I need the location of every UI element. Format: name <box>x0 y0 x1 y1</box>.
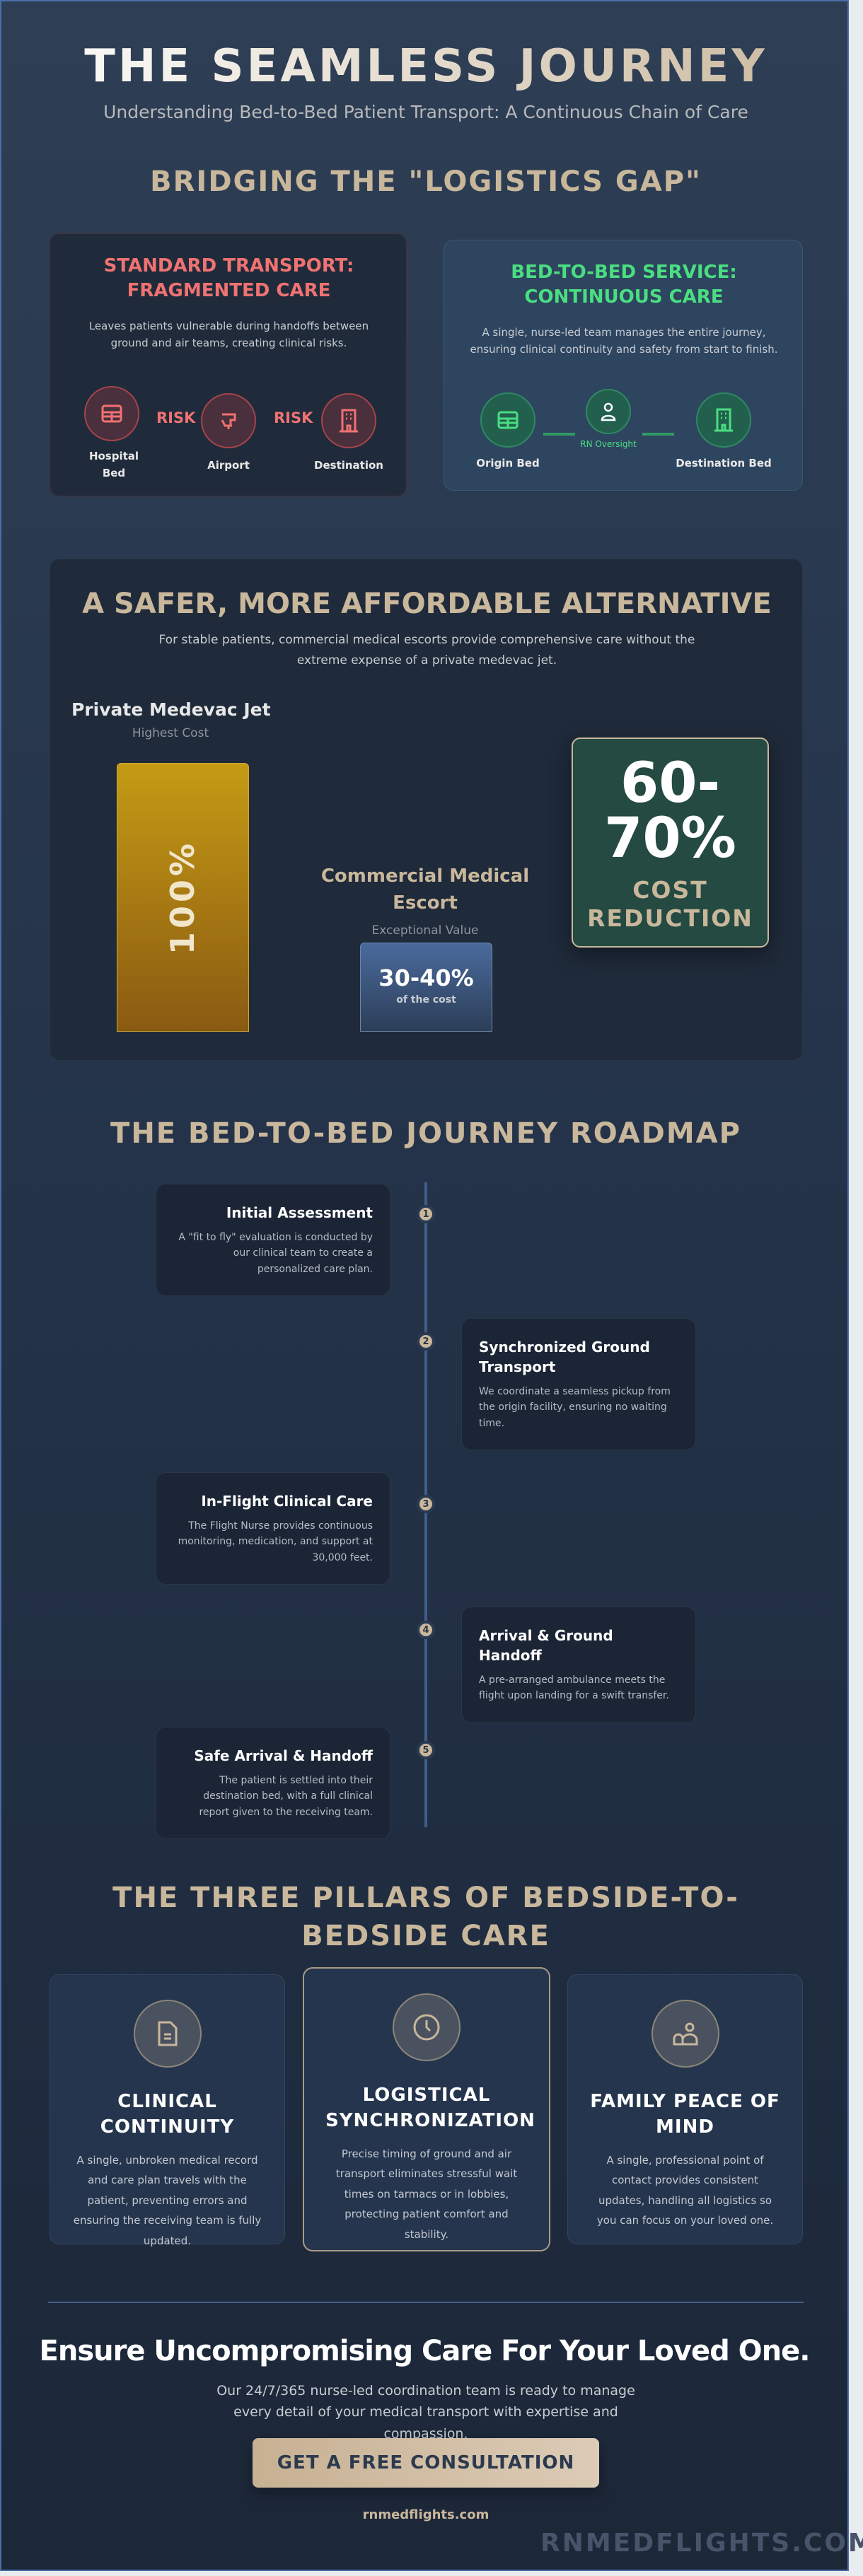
roadmap-step: Initial Assessment A "fit to fly" evaluat… <box>156 1184 390 1297</box>
bed-icon <box>480 392 535 448</box>
connector-line <box>642 433 674 436</box>
pillar-card: CLINICAL CONTINUITY A single, unbroken m… <box>50 1974 285 2247</box>
jet-cost-bar: 100% <box>117 763 249 1032</box>
node-label: Hospital Bed <box>88 450 139 479</box>
cost-comparison-card: A SAFER, MORE AFFORDABLE ALTERNATIVE For… <box>50 559 803 1061</box>
gap-title: BRIDGING THE "LOGISTICS GAP" <box>150 165 702 198</box>
escort-sub: Exceptional Value <box>371 923 479 938</box>
website-link[interactable]: rnmedflights.com <box>362 2507 490 2522</box>
node-label: Origin Bed <box>476 457 540 470</box>
clock-icon <box>393 1993 461 2061</box>
step-text: We coordinate a seamless pickup from the… <box>479 1386 671 1429</box>
node-label: Destination <box>314 459 383 472</box>
reduction-label: COST REDUCTION <box>587 876 753 932</box>
pillar-text: A single, professional point of contact … <box>596 2153 774 2227</box>
step-title: Initial Assessment <box>226 1204 373 1221</box>
roadmap-title: THE BED-TO-BED JOURNEY ROADMAP <box>110 1117 741 1150</box>
pillar-title: CLINICAL CONTINUITY <box>100 2091 235 2138</box>
page-subtitle: Understanding Bed-to-Bed Patient Transpo… <box>103 102 748 122</box>
building-icon <box>321 393 376 448</box>
escort-label: Commercial Medical Escort <box>320 866 530 914</box>
airport-icon <box>201 393 256 448</box>
jet-label: Private Medevac Jet <box>71 699 271 720</box>
pillar-title: LOGISTICAL SYNCHRONIZATION <box>325 2085 535 2132</box>
service-title: BED-TO-BED SERVICE: CONTINUOUS CARE <box>511 262 737 308</box>
escort-note: of the cost <box>396 994 456 1006</box>
reduction-value: 60-70% <box>604 752 736 870</box>
roadmap-step: Synchronized Ground Transport We coordina… <box>461 1318 696 1451</box>
page-title: THE SEAMLESS JOURNEY <box>1 40 850 93</box>
pillar-card: FAMILY PEACE OF MIND A single, professio… <box>567 1974 803 2244</box>
bed-to-bed-service-card: BED-TO-BED SERVICE: CONTINUOUS CARE A si… <box>444 240 803 491</box>
cost-text: For stable patients, commercial medical … <box>158 633 695 668</box>
cta-title: Ensure Uncompromising Care For Your Love… <box>39 2335 811 2367</box>
escort-value: 30-40% <box>378 964 474 991</box>
step-number-marker: 2 <box>417 1332 435 1351</box>
building-icon <box>696 392 751 448</box>
step-text: The Flight Nurse provides continuous mon… <box>178 1520 373 1563</box>
node-label: Destination Bed <box>676 457 772 470</box>
service-text: A single, nurse-led team manages the ent… <box>470 326 778 356</box>
document-icon <box>133 2000 202 2068</box>
node-label: Airport <box>207 459 250 472</box>
connector-line <box>543 433 575 436</box>
escort-cost-bar: 30-40% of the cost <box>360 943 492 1032</box>
step-title: Synchronized Ground Transport <box>479 1339 650 1375</box>
standard-text: Leaves patients vulnerable during handof… <box>88 320 369 349</box>
step-title: Safe Arrival & Handoff <box>194 1747 373 1764</box>
step-number-marker: 3 <box>417 1495 435 1513</box>
pillar-card-featured: LOGISTICAL SYNCHRONIZATION Precise timin… <box>303 1967 550 2251</box>
step-text: A pre-arranged ambulance meets the fligh… <box>479 1674 669 1702</box>
step-title: Arrival & Ground Handoff <box>479 1627 613 1664</box>
risk-label: RISK <box>156 409 196 426</box>
cta-text: Our 24/7/365 nurse-led coordination team… <box>216 2383 635 2442</box>
bed-icon <box>84 386 139 441</box>
watermark: RNMEDFLIGHTS.COM <box>540 2529 863 2558</box>
cost-reduction-badge: 60-70% COST REDUCTION <box>572 738 769 948</box>
standard-title: STANDARD TRANSPORT: FRAGMENTED CARE <box>103 255 354 302</box>
divider <box>48 2302 804 2303</box>
jet-sub: Highest Cost <box>132 726 209 740</box>
step-number-marker: 4 <box>417 1621 435 1639</box>
cost-title: A SAFER, MORE AFFORDABLE ALTERNATIVE <box>82 588 772 620</box>
family-icon <box>651 2000 719 2068</box>
roadmap-step: Arrival & Ground Handoff A pre-arranged a… <box>461 1607 696 1723</box>
nurse-icon <box>586 389 631 434</box>
step-number-marker: 1 <box>417 1205 435 1223</box>
step-text: The patient is settled into their destin… <box>199 1775 373 1818</box>
jet-value: 100% <box>163 839 202 955</box>
free-consultation-button[interactable]: GET A FREE CONSULTATION <box>253 2438 599 2488</box>
pillars-title: THE THREE PILLARS OF BEDSIDE-TO-BEDSIDE … <box>112 1882 739 1952</box>
pillar-text: A single, unbroken medical record and ca… <box>73 2153 262 2247</box>
standard-transport-card: STANDARD TRANSPORT: FRAGMENTED CARE Leav… <box>50 233 407 496</box>
pillar-title: FAMILY PEACE OF MIND <box>590 2091 780 2138</box>
step-number-marker: 5 <box>417 1741 435 1759</box>
rn-oversight-label: RN Oversight <box>580 439 637 449</box>
step-title: In-Flight Clinical Care <box>201 1493 373 1510</box>
step-text: A "fit to fly" evaluation is conducted b… <box>178 1232 373 1275</box>
pillar-text: Precise timing of ground and air transpo… <box>335 2147 518 2241</box>
risk-label: RISK <box>274 409 313 426</box>
